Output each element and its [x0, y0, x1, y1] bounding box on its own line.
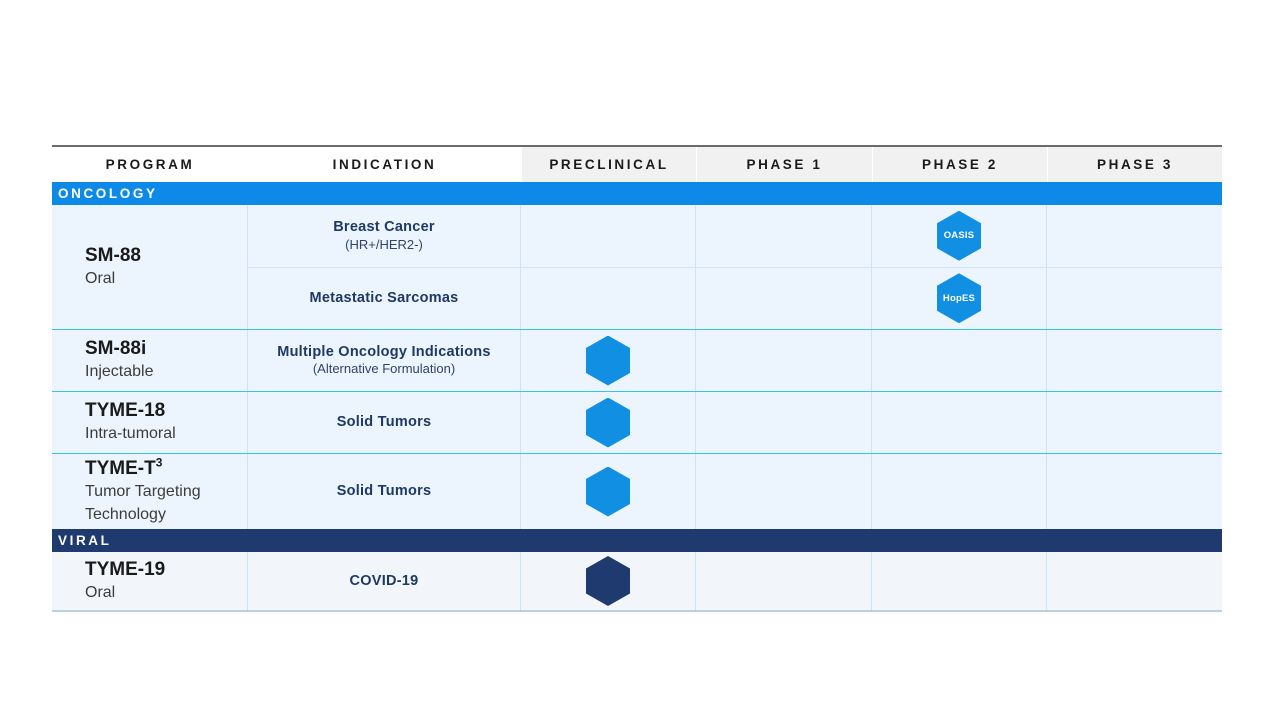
column-header-phase-2: PHASE 2 — [872, 147, 1047, 182]
section-band-viral: VIRAL — [52, 529, 1222, 552]
program-name-superscript: 3 — [155, 455, 163, 470]
table-row: COVID-19 — [248, 552, 1222, 610]
column-header-preclinical: PRECLINICAL — [521, 147, 696, 182]
program-cell-sm-88: SM-88 Oral — [52, 205, 248, 329]
program-route: Tumor Targeting Technology — [85, 482, 201, 524]
stage-cell-phase-1 — [696, 205, 872, 267]
pipeline-chart: PROGRAM INDICATION PRECLINICAL PHASE 1 P… — [52, 145, 1222, 612]
column-header-program: PROGRAM — [105, 157, 195, 172]
program-route: Injectable — [85, 363, 154, 381]
table-row: Solid Tumors — [248, 392, 1222, 453]
indication-title: COVID-19 — [349, 572, 419, 589]
indication-cell: Solid Tumors — [248, 392, 521, 453]
stage-cell-phase-3 — [1047, 330, 1222, 391]
stage-hexagon-preclinical[interactable] — [586, 335, 630, 386]
indication-title: Metastatic Sarcomas — [309, 289, 459, 306]
program-block-tyme-18: TYME-18 Intra-tumoral Solid Tumors — [52, 391, 1222, 453]
table-row: Metastatic Sarcomas HopES — [248, 266, 1222, 330]
program-route: Oral — [85, 583, 116, 601]
program-cell-tyme-18: TYME-18 Intra-tumoral — [52, 392, 248, 453]
indication-title: Solid Tumors — [336, 483, 432, 500]
table-header-row: PROGRAM INDICATION PRECLINICAL PHASE 1 P… — [52, 147, 1222, 182]
table-bottom-rule — [52, 610, 1222, 612]
stage-cell-phase-2 — [872, 330, 1047, 391]
program-route: Intra-tumoral — [85, 425, 176, 443]
stage-cell-phase-1 — [696, 392, 872, 453]
program-name-text: TYME-T — [85, 457, 156, 479]
stage-cell-phase-3 — [1047, 268, 1222, 330]
program-cell-tyme-19: TYME-19 Oral — [52, 552, 248, 610]
indication-note: (Alternative Formulation) — [312, 361, 456, 377]
table-row: Solid Tumors — [248, 454, 1222, 529]
stage-cell-phase-3 — [1047, 552, 1222, 610]
program-name: SM-88 — [85, 244, 141, 266]
stage-cell-phase-3 — [1047, 392, 1222, 453]
table-row: Multiple Oncology Indications (Alternati… — [248, 330, 1222, 391]
indication-cell: Breast Cancer (HR+/HER2-) — [248, 205, 521, 267]
indication-note: (HR+/HER2-) — [345, 236, 423, 252]
program-name: TYME-19 — [85, 558, 166, 580]
stage-cell-phase-3 — [1047, 205, 1222, 267]
indication-cell: COVID-19 — [248, 552, 521, 610]
stage-hexagon-preclinical[interactable] — [586, 397, 630, 448]
indication-cell: Multiple Oncology Indications (Alternati… — [248, 330, 521, 391]
stage-cell-phase-1 — [696, 454, 872, 529]
program-name: TYME-T3 — [85, 455, 247, 480]
program-block-tyme-19: TYME-19 Oral COVID-19 — [52, 552, 1222, 610]
program-block-sm-88i: SM-88i Injectable Multiple Oncology Indi… — [52, 329, 1222, 391]
stage-cell-preclinical — [521, 267, 696, 329]
trial-hexagon-label: HopES — [942, 292, 976, 304]
stage-cell-preclinical — [521, 205, 696, 267]
indication-cell: Solid Tumors — [248, 454, 521, 529]
program-block-sm-88: SM-88 Oral Breast Cancer (HR+/HER2-) OAS… — [52, 205, 1222, 329]
program-block-tyme-t3: TYME-T3 Tumor Targeting Technology Solid… — [52, 453, 1222, 529]
indication-title: Multiple Oncology Indications — [277, 343, 491, 360]
stage-cell-preclinical — [521, 330, 696, 391]
indication-cell: Metastatic Sarcomas — [248, 267, 521, 329]
stage-cell-preclinical — [521, 552, 696, 610]
program-cell-sm-88i: SM-88i Injectable — [52, 330, 248, 391]
column-header-indication: INDICATION — [332, 157, 437, 172]
stage-cell-phase-1 — [696, 330, 872, 391]
stage-cell-phase-1 — [696, 267, 872, 329]
table-top-rule — [52, 145, 1222, 147]
table-row: Breast Cancer (HR+/HER2-) OASIS — [248, 205, 1222, 267]
stage-hexagon-preclinical[interactable] — [586, 556, 630, 606]
program-name: SM-88i — [85, 338, 147, 360]
stage-cell-phase-2 — [872, 552, 1047, 610]
stage-cell-preclinical — [521, 454, 696, 529]
stage-cell-phase-2: HopES — [872, 267, 1047, 329]
program-cell-tyme-t3: TYME-T3 Tumor Targeting Technology — [52, 454, 248, 529]
program-name: TYME-18 — [85, 400, 166, 422]
stage-cell-preclinical — [521, 392, 696, 453]
stage-cell-phase-1 — [696, 552, 872, 610]
stage-cell-phase-2 — [872, 454, 1047, 529]
indication-title: Solid Tumors — [336, 414, 432, 431]
section-band-oncology: ONCOLOGY — [52, 182, 1222, 205]
trial-hexagon-oasis[interactable]: OASIS — [937, 210, 981, 261]
stage-cell-phase-2: OASIS — [872, 205, 1047, 267]
trial-hexagon-label: OASIS — [943, 230, 975, 241]
indication-title: Breast Cancer — [333, 218, 435, 235]
stage-cell-phase-2 — [872, 392, 1047, 453]
trial-hexagon-hopes[interactable]: HopES — [937, 273, 981, 324]
stage-hexagon-preclinical[interactable] — [586, 466, 630, 517]
stage-cell-phase-3 — [1047, 454, 1222, 529]
column-header-phase-3: PHASE 3 — [1047, 147, 1222, 182]
column-header-phase-1: PHASE 1 — [696, 147, 872, 182]
program-route: Oral — [85, 269, 116, 287]
